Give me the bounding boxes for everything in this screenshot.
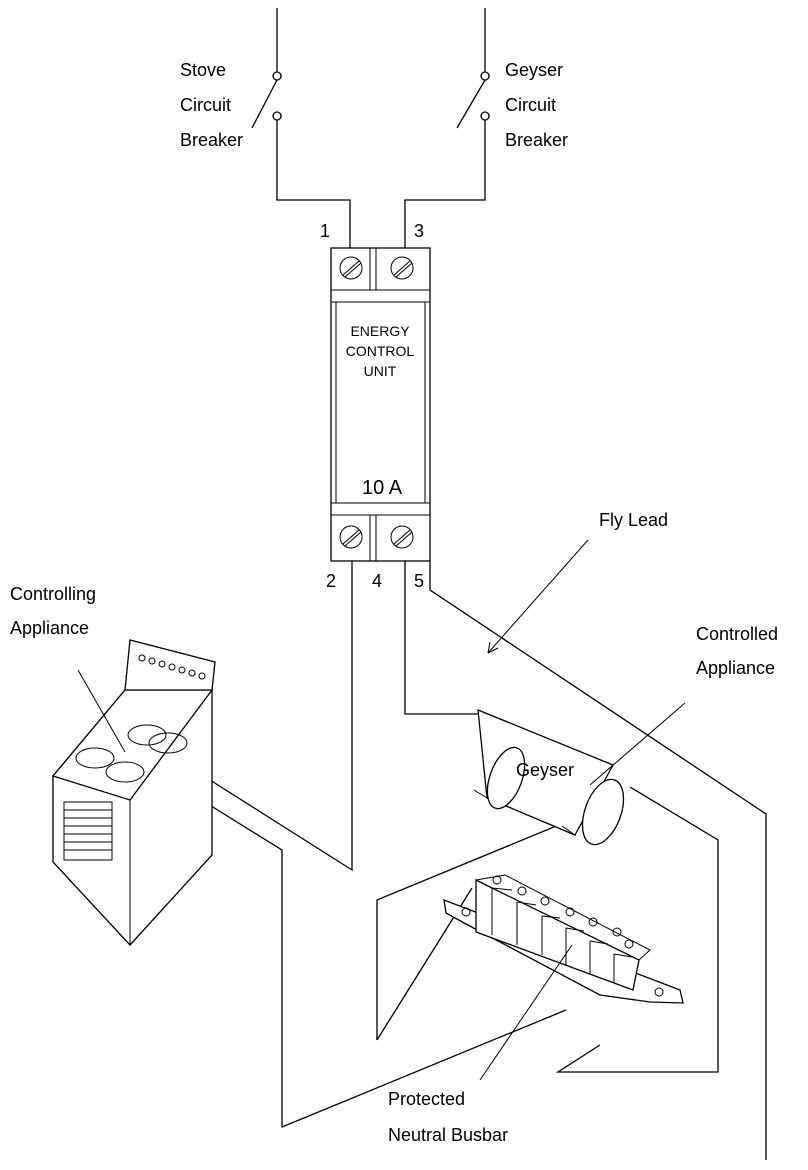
busbar-arrow (479, 944, 573, 1081)
fly-lead-label: Fly Lead (599, 510, 668, 530)
geyser-breaker-label-2: Circuit (505, 95, 556, 115)
fly-lead-arrow (487, 539, 589, 654)
stove-breaker-label-3: Breaker (180, 130, 243, 150)
geyser-breaker-label-3: Breaker (505, 130, 568, 150)
fly-lead-wire (429, 561, 767, 1160)
controlled-appliance-label-1: Controlled (696, 624, 778, 644)
geyser-label: Geyser (516, 760, 574, 780)
controlled-appliance-label-2: Appliance (696, 658, 775, 678)
wire-geyser-to-neutral (555, 786, 719, 1073)
terminal-4-label: 4 (372, 571, 382, 591)
wire-terminal-2-to-stove (209, 561, 353, 872)
terminal-5-label: 5 (414, 571, 424, 591)
stove-circuit-breaker (251, 8, 351, 252)
energy-control-unit (330, 247, 431, 562)
busbar-label-2: Neutral Busbar (388, 1125, 508, 1145)
geyser-breaker-label-1: Geyser (505, 60, 563, 80)
terminal-2-label: 2 (326, 571, 336, 591)
controlling-appliance-label-2: Appliance (10, 618, 89, 638)
unit-title-2: CONTROL (346, 343, 415, 359)
stove-breaker-label-2: Circuit (180, 95, 231, 115)
wire-neutral-loop (376, 809, 596, 1040)
stove-breaker-label-1: Stove (180, 60, 226, 80)
stove-appliance (51, 639, 216, 946)
terminal-1-label: 1 (320, 221, 330, 241)
geyser-appliance (473, 708, 625, 846)
busbar-label-1: Protected (388, 1089, 465, 1109)
unit-rating: 10 A (362, 477, 403, 499)
wire-stove-neutral (149, 767, 567, 1128)
geyser-circuit-breaker (404, 8, 490, 252)
wire-terminal-4-to-geyser (404, 561, 478, 715)
neutral-busbar (443, 874, 684, 1004)
controlling-appliance-label-1: Controlling (10, 584, 96, 604)
terminal-3-label: 3 (414, 221, 424, 241)
controlling-appliance-arrow (77, 669, 126, 753)
unit-title-1: ENERGY (350, 323, 410, 339)
controlled-appliance-arrow (589, 702, 686, 786)
unit-title-3: UNIT (364, 363, 397, 379)
